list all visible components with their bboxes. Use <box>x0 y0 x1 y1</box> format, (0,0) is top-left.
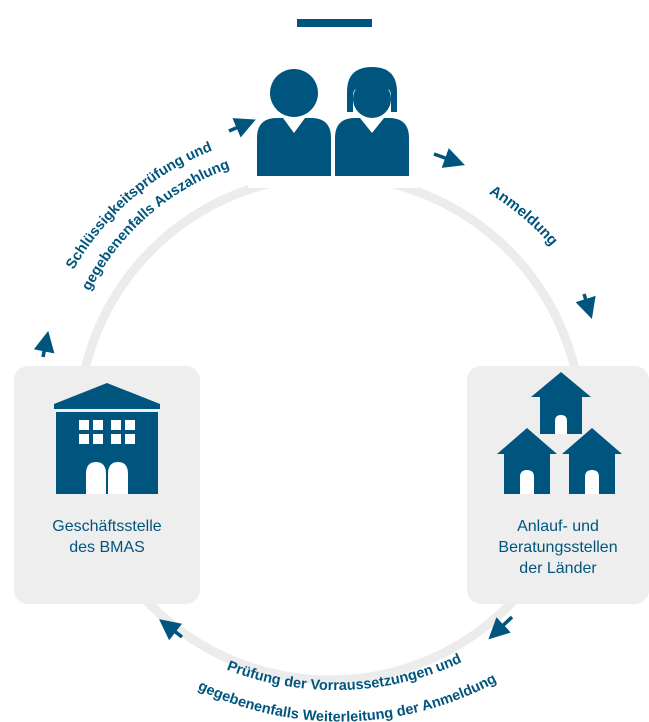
arrow-persons-to-anmeldung <box>433 148 465 168</box>
laender-label-line1: Anlauf- und <box>517 518 599 535</box>
office-building-icon <box>54 383 160 494</box>
two-persons-icon <box>257 67 409 176</box>
arrow-laender-to-pruefung <box>488 615 514 640</box>
laender-label-line3: der Länder <box>519 560 597 577</box>
arrow-bmas-to-schluessigkeit <box>33 330 55 358</box>
top-accent-bar <box>297 19 372 27</box>
step-label-schluessigkeit-line1: Schlüssigkeitsprüfung und <box>63 139 214 272</box>
laender-label-line2: Beratungsstellen <box>498 539 618 556</box>
node-laender: Anlauf- und Beratungsstellen der Länder <box>467 366 649 604</box>
houses-icon <box>497 372 622 494</box>
node-bmas: Geschäftsstelle des BMAS <box>14 366 200 604</box>
bmas-label-line1: Geschäftsstelle <box>52 518 162 535</box>
laender-label: Anlauf- und Beratungsstellen der Länder <box>467 516 649 579</box>
bmas-label-line2: des BMAS <box>69 539 145 556</box>
arrow-pruefung-to-bmas <box>159 619 184 641</box>
step-arrows <box>33 118 596 641</box>
arrow-anmeldung-to-laender <box>575 293 596 320</box>
bmas-label: Geschäftsstelle des BMAS <box>14 516 200 558</box>
arrow-schluessigkeit-to-persons <box>228 118 256 138</box>
